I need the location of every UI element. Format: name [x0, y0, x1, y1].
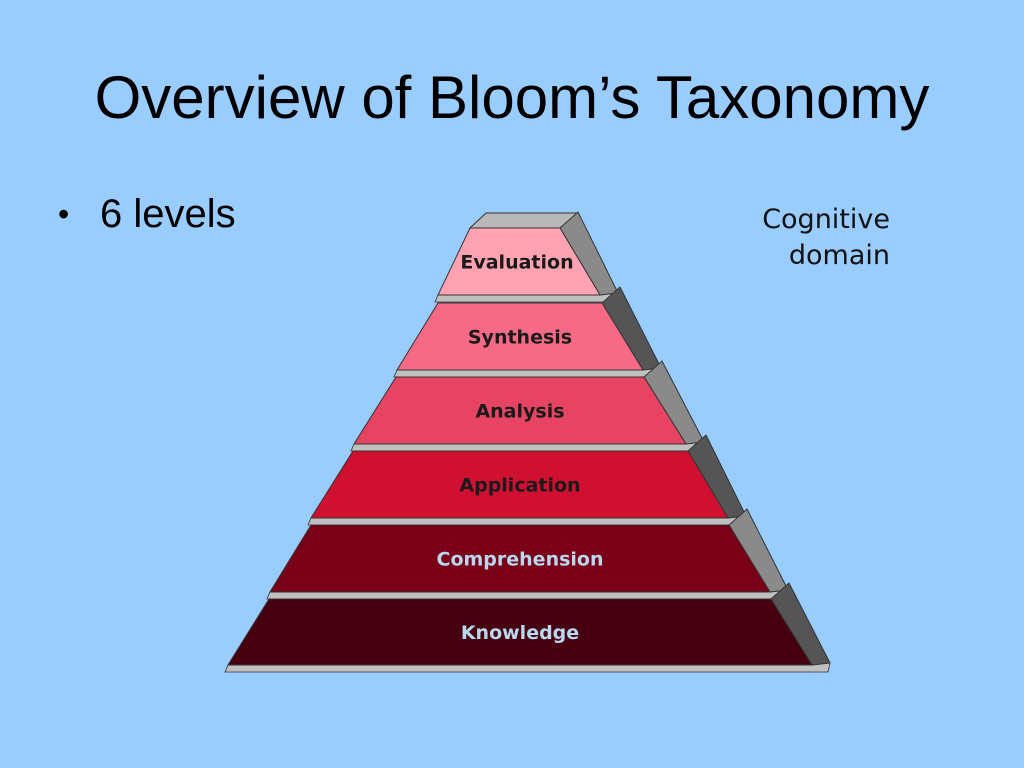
diagram-caption: Cognitive domain — [690, 202, 890, 274]
pyramid-level-label: Comprehension — [437, 549, 604, 571]
pyramid-level-5 — [269, 524, 771, 593]
pyramid-level-4 — [310, 450, 729, 519]
bullet-item: • 6 levels — [58, 188, 236, 240]
pyramid-level-label: Application — [459, 475, 580, 497]
caption-line-2: domain — [788, 240, 890, 271]
slide-title: Overview of Bloom’s Taxonomy — [94, 64, 930, 131]
pyramid-level-label: Knowledge — [461, 622, 579, 644]
bullet-marker: • — [58, 196, 70, 232]
pyramid-level-3 — [353, 376, 687, 445]
pyramid-level-label: Evaluation — [460, 252, 573, 274]
pyramid-level-label: Synthesis — [468, 327, 572, 349]
bullet-text: 6 levels — [100, 192, 236, 236]
pyramid-level-1 — [437, 227, 601, 296]
caption-line-1: Cognitive — [762, 204, 890, 235]
pyramid-level-6 — [227, 598, 813, 666]
bullet-list: • 6 levels — [58, 188, 236, 240]
pyramid-level-label: Analysis — [475, 401, 564, 423]
pyramid-level-2 — [396, 302, 644, 371]
